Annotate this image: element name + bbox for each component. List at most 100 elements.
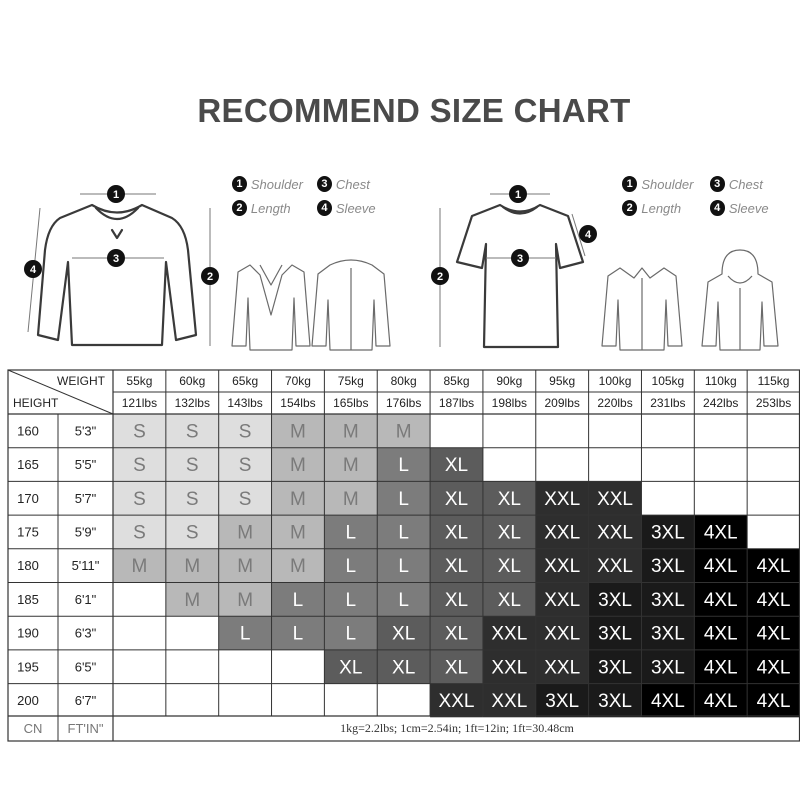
svg-text:4: 4 bbox=[585, 229, 592, 241]
legend-label: Shoulder bbox=[250, 176, 303, 192]
size-label: 3XL bbox=[651, 590, 685, 611]
size-label: XXL bbox=[491, 691, 527, 712]
weight-kg-label: 105kg bbox=[652, 374, 685, 388]
weight-kg-label: 80kg bbox=[391, 374, 417, 388]
weight-lbs-label: 242lbs bbox=[703, 396, 738, 410]
size-cell bbox=[271, 616, 325, 650]
size-label: M bbox=[290, 489, 306, 510]
size-label: S bbox=[186, 522, 199, 543]
size-cell bbox=[641, 582, 695, 617]
size-label: XL bbox=[445, 624, 468, 645]
size-cell bbox=[641, 616, 695, 650]
size-cell bbox=[324, 683, 378, 718]
height-ftin-label: 6'1" bbox=[75, 592, 97, 607]
size-cell bbox=[377, 616, 431, 650]
size-cell bbox=[694, 649, 748, 684]
weight-lbs-label: 253lbs bbox=[756, 396, 791, 410]
size-cell bbox=[588, 481, 642, 516]
size-label: S bbox=[133, 522, 146, 543]
footer-cn-label: CN bbox=[24, 721, 43, 736]
size-cell bbox=[482, 414, 536, 448]
size-label: M bbox=[184, 590, 200, 611]
legend-number: 4 bbox=[709, 200, 725, 216]
footer-ftin-label: FT'IN" bbox=[68, 721, 104, 736]
size-label: M bbox=[290, 522, 306, 543]
size-cell bbox=[165, 649, 219, 684]
legend-label: Shoulder bbox=[641, 176, 694, 192]
legend-label: Chest bbox=[728, 176, 763, 192]
size-cell bbox=[113, 683, 166, 718]
size-label: L bbox=[398, 455, 409, 476]
size-label: 3XL bbox=[598, 624, 632, 645]
size-cell bbox=[113, 447, 166, 482]
size-label: M bbox=[290, 556, 306, 577]
height-ftin-label: 5'9" bbox=[75, 524, 97, 539]
size-cell bbox=[747, 414, 800, 448]
size-cell bbox=[535, 683, 589, 718]
size-cell bbox=[271, 582, 325, 617]
size-cell bbox=[482, 515, 536, 549]
size-label: M bbox=[237, 556, 253, 577]
size-label: S bbox=[133, 455, 146, 476]
size-cell bbox=[271, 548, 325, 583]
size-cell bbox=[324, 616, 378, 650]
height-cm-label: 180 bbox=[17, 558, 39, 573]
size-label: XL bbox=[498, 590, 521, 611]
size-cell bbox=[324, 414, 378, 448]
size-cell bbox=[747, 515, 800, 549]
size-cell bbox=[113, 515, 166, 549]
size-cell bbox=[482, 616, 536, 650]
svg-text:1: 1 bbox=[113, 189, 119, 201]
size-cell bbox=[430, 515, 483, 549]
height-ftin-label: 5'5" bbox=[75, 457, 97, 472]
legend-number: 3 bbox=[709, 176, 725, 192]
size-label: 3XL bbox=[651, 556, 685, 577]
svg-text:3: 3 bbox=[113, 253, 119, 265]
height-ftin-label: 5'11" bbox=[72, 558, 100, 573]
size-cell bbox=[377, 649, 431, 684]
size-cell bbox=[377, 548, 431, 583]
size-label: 4XL bbox=[704, 691, 738, 712]
size-cell bbox=[271, 649, 325, 684]
size-cell bbox=[430, 481, 483, 516]
size-cell bbox=[377, 683, 431, 718]
blazer-drawing bbox=[231, 264, 311, 351]
size-cell bbox=[641, 481, 695, 516]
size-cell bbox=[694, 683, 748, 718]
height-ftin-label: 5'3" bbox=[75, 423, 97, 438]
size-cell bbox=[377, 515, 431, 549]
size-label: 4XL bbox=[757, 590, 791, 611]
legend-number: 4 bbox=[317, 200, 332, 216]
zip-jacket-drawing bbox=[311, 259, 391, 351]
size-label: XL bbox=[339, 657, 362, 678]
size-label: 4XL bbox=[704, 624, 738, 645]
conversion-note: 1kg=2.2lbs; 1cm=2.54in; 1ft=12in; 1ft=30… bbox=[340, 721, 574, 735]
size-label: 4XL bbox=[704, 657, 738, 678]
weight-lbs-label: 165lbs bbox=[333, 396, 368, 410]
weight-lbs-label: 154lbs bbox=[280, 396, 315, 410]
size-cell bbox=[694, 582, 748, 617]
size-cell bbox=[694, 447, 748, 482]
size-cell bbox=[430, 582, 483, 617]
size-label: XXL bbox=[491, 624, 527, 645]
size-cell bbox=[430, 548, 483, 583]
size-cell bbox=[641, 683, 695, 718]
size-cell bbox=[324, 515, 378, 549]
svg-text:4: 4 bbox=[30, 264, 37, 276]
size-cell bbox=[324, 649, 378, 684]
height-ftin-label: 5'7" bbox=[75, 491, 97, 506]
size-cell bbox=[218, 683, 272, 718]
corner-diagonal bbox=[7, 369, 114, 415]
weight-lbs-label: 132lbs bbox=[175, 396, 210, 410]
weight-kg-label: 75kg bbox=[338, 374, 364, 388]
size-cell bbox=[694, 515, 748, 549]
weight-kg-label: 100kg bbox=[599, 374, 632, 388]
legend-number: 3 bbox=[317, 176, 332, 192]
size-cell bbox=[535, 548, 589, 583]
size-cell bbox=[694, 414, 748, 448]
garment-illustrations: 1 3 2 4 1 3 2 4 bbox=[24, 185, 779, 351]
size-label: 3XL bbox=[598, 691, 632, 712]
size-cell bbox=[482, 582, 536, 617]
size-label: M bbox=[343, 421, 359, 442]
size-label: XL bbox=[445, 590, 468, 611]
